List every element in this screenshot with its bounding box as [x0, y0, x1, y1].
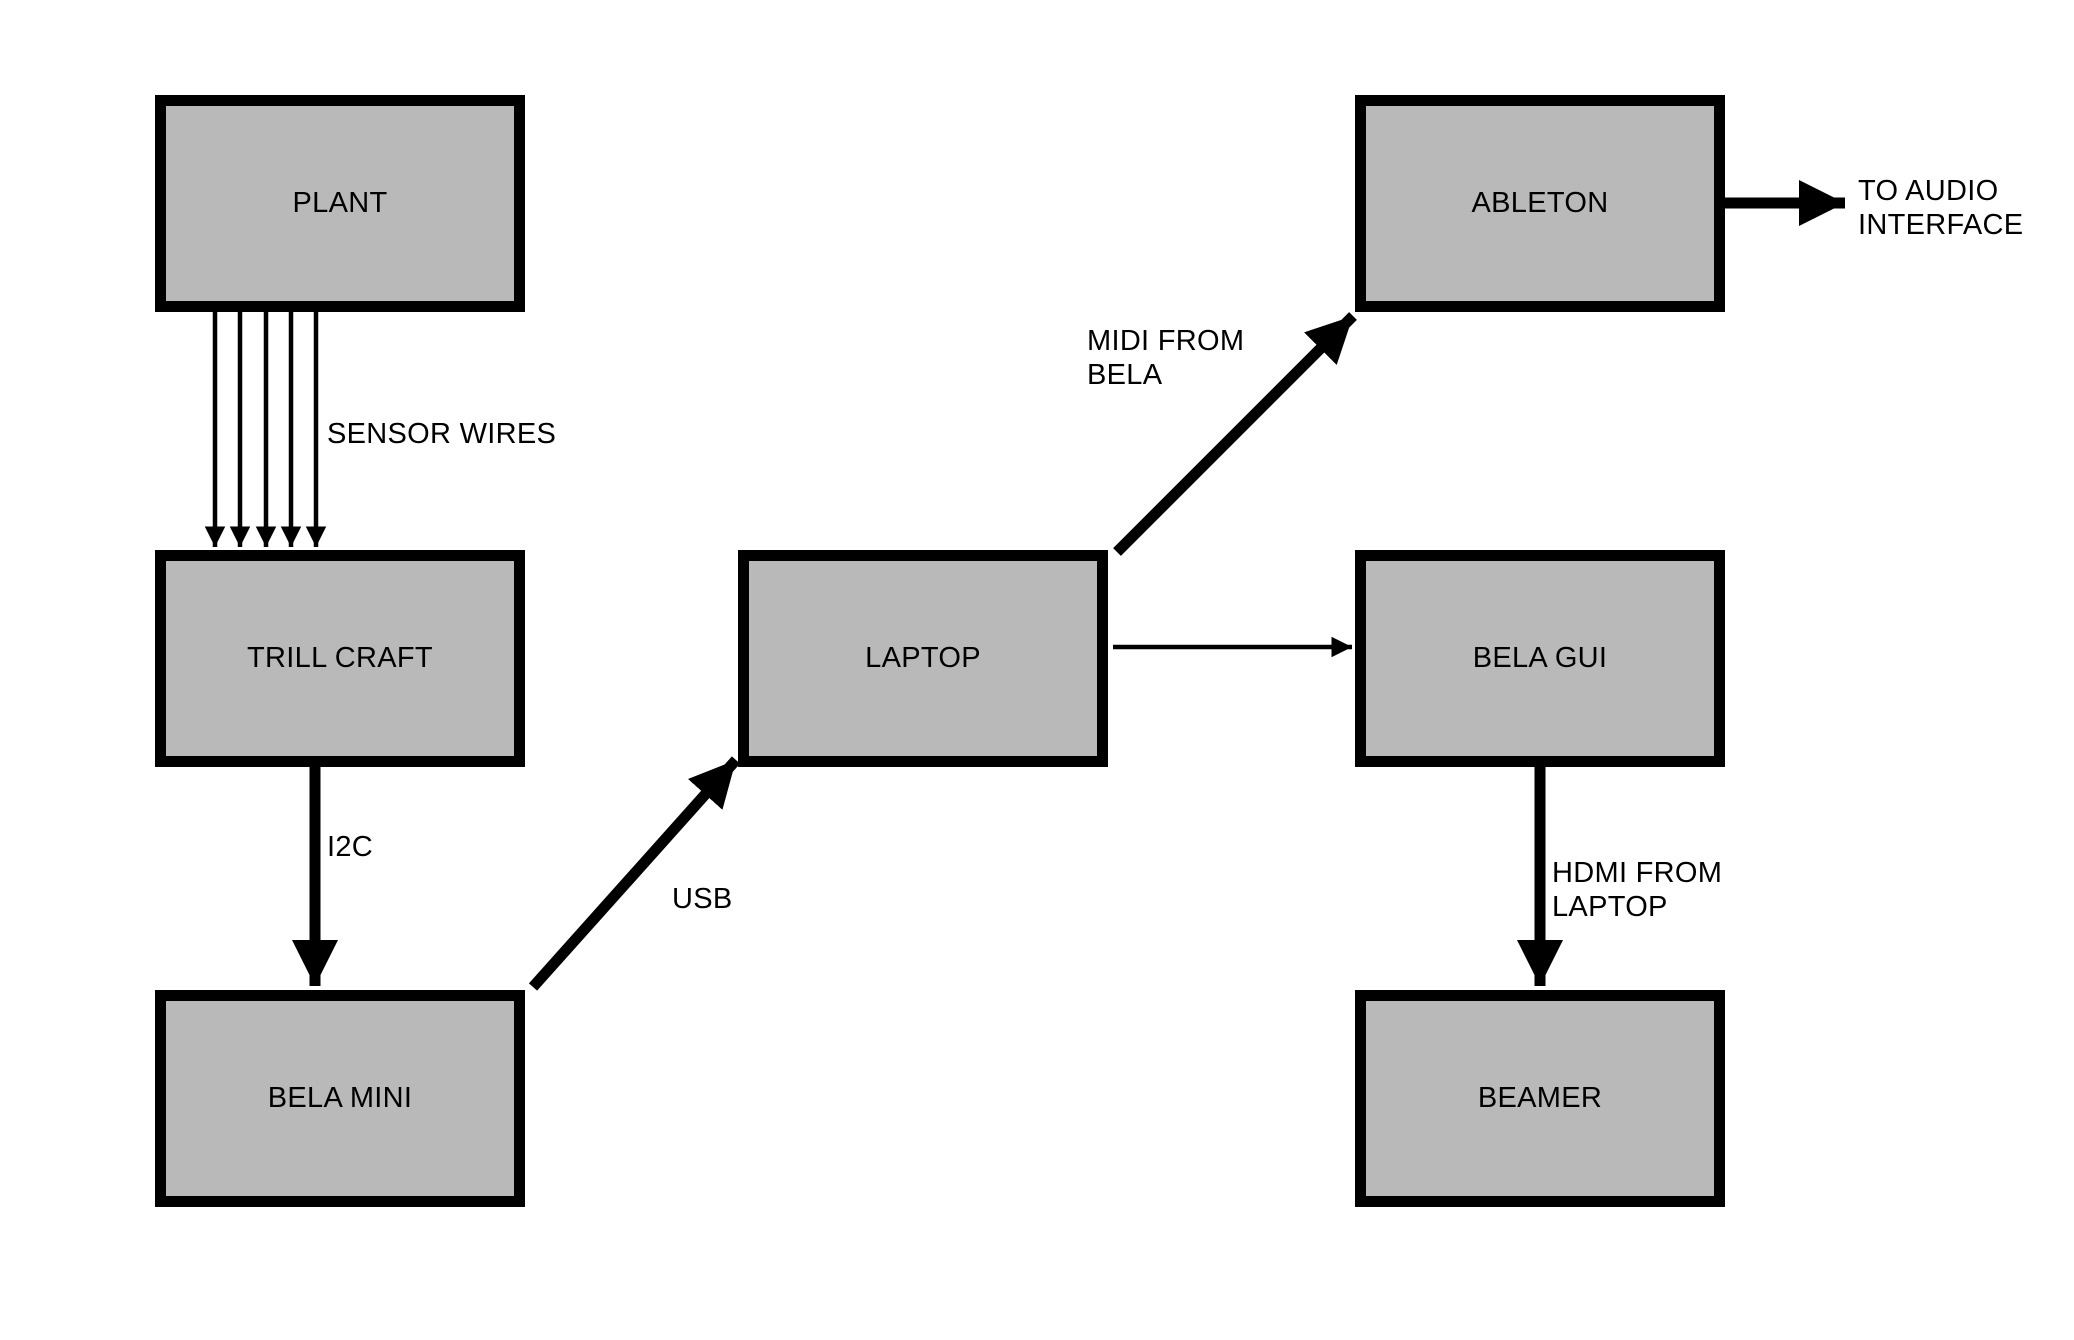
- node-ableton: ABLETON: [1355, 95, 1725, 312]
- label-i2c: I2C: [327, 831, 374, 863]
- node-beamer-label: BEAMER: [1477, 1082, 1603, 1114]
- node-beamer: BEAMER: [1355, 990, 1725, 1207]
- label-usb: USB: [672, 883, 733, 915]
- edge-midi-from-bela: [1113, 312, 1357, 556]
- node-laptop: LAPTOP: [738, 550, 1108, 767]
- edge-usb: [528, 756, 741, 991]
- label-sensor-wires: SENSOR WIRES: [327, 418, 557, 450]
- label-midi-from-bela: MIDI FROM BELA: [1087, 325, 1245, 391]
- node-bela-mini-label: BELA MINI: [267, 1082, 413, 1114]
- label-to-audio-interface: TO AUDIO INTERFACE: [1858, 175, 2024, 241]
- node-bela-gui-label: BELA GUI: [1472, 642, 1608, 674]
- node-trill-craft: TRILL CRAFT: [155, 550, 525, 767]
- node-trill-craft-label: TRILL CRAFT: [247, 642, 433, 674]
- node-plant: PLANT: [155, 95, 525, 312]
- edge-sensor-wires: [204, 310, 327, 547]
- label-hdmi-from-laptop: HDMI FROM LAPTOP: [1552, 857, 1723, 923]
- node-plant-label: PLANT: [292, 187, 388, 219]
- node-bela-mini: BELA MINI: [155, 990, 525, 1207]
- node-ableton-label: ABLETON: [1471, 187, 1609, 219]
- node-bela-gui: BELA GUI: [1355, 550, 1725, 767]
- node-laptop-label: LAPTOP: [865, 642, 981, 674]
